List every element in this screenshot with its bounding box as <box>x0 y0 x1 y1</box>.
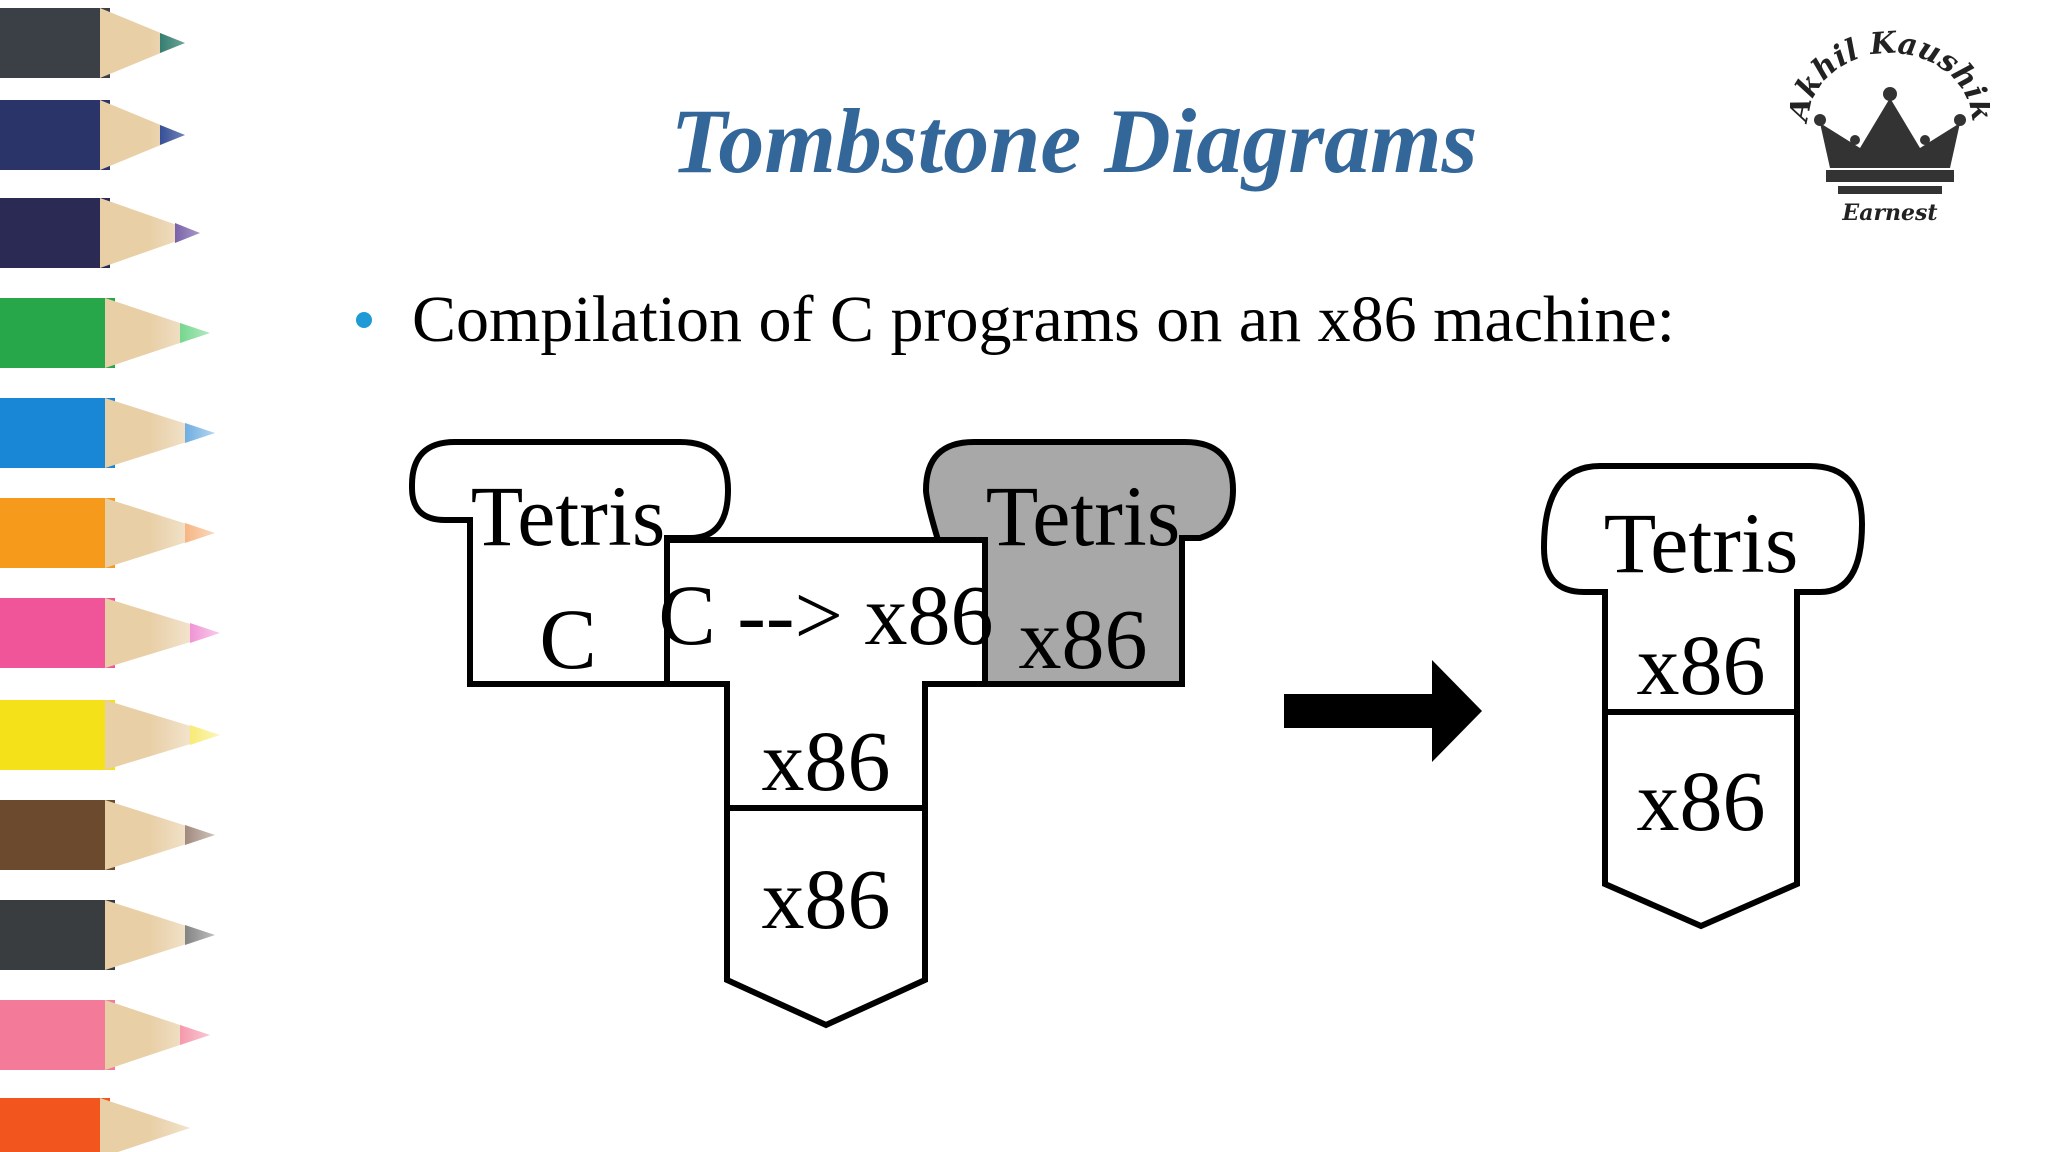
result-machine-label: x86 <box>1637 753 1766 849</box>
program-tombstone-x86-output <box>922 439 1237 687</box>
compiler-implementation: x86 <box>762 713 891 809</box>
bullet-text: Compilation of C programs on an x86 mach… <box>412 283 1675 356</box>
bullet-dot <box>356 312 372 328</box>
right-arrow-icon <box>1284 660 1482 762</box>
program-c-name: Tetris <box>471 468 666 564</box>
output-program-language: x86 <box>1019 591 1148 687</box>
slide-title: Tombstone Diagrams <box>670 90 1478 192</box>
program-c-language: C <box>539 591 596 687</box>
machine-x86 <box>724 805 928 1029</box>
output-program-name: Tetris <box>986 468 1181 564</box>
pencils-group <box>0 8 220 1152</box>
result-machine-x86 <box>1602 709 1800 930</box>
logo-tagline: Earnest <box>1841 200 1937 226</box>
machine-label: x86 <box>762 851 891 947</box>
result-program-tombstone <box>1540 463 1866 715</box>
crown-icon <box>1814 87 1966 194</box>
program-tombstone-c <box>409 439 732 687</box>
result-program-language: x86 <box>1637 617 1766 713</box>
pencil-decoration <box>0 0 236 1152</box>
akhil-kaushik-logo: Akhil Kaushik Earnest <box>1790 28 1990 226</box>
result-program-name: Tetris <box>1604 495 1799 591</box>
compiler-translation: C --> x86 <box>658 567 993 663</box>
bullet-item: Compilation of C programs on an x86 mach… <box>356 282 1675 358</box>
